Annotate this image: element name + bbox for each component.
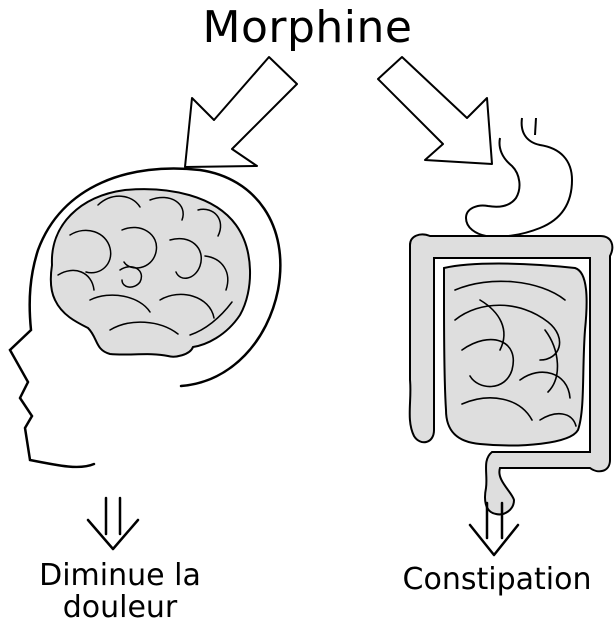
effect-label-pain-line2: douleur <box>20 592 220 624</box>
arrow-to-intestines <box>378 57 492 164</box>
head-with-brain <box>10 168 280 466</box>
digestive-tract <box>410 118 613 514</box>
small-intestine <box>444 264 587 446</box>
brain-shape <box>51 189 250 356</box>
effect-label-constipation: Constipation <box>388 564 606 596</box>
down-arrow-left <box>88 498 138 549</box>
arrow-to-brain <box>185 57 297 167</box>
effect-label-pain-line1: Diminue la <box>20 560 220 592</box>
effect-label-pain: Diminue la douleur <box>20 560 220 624</box>
